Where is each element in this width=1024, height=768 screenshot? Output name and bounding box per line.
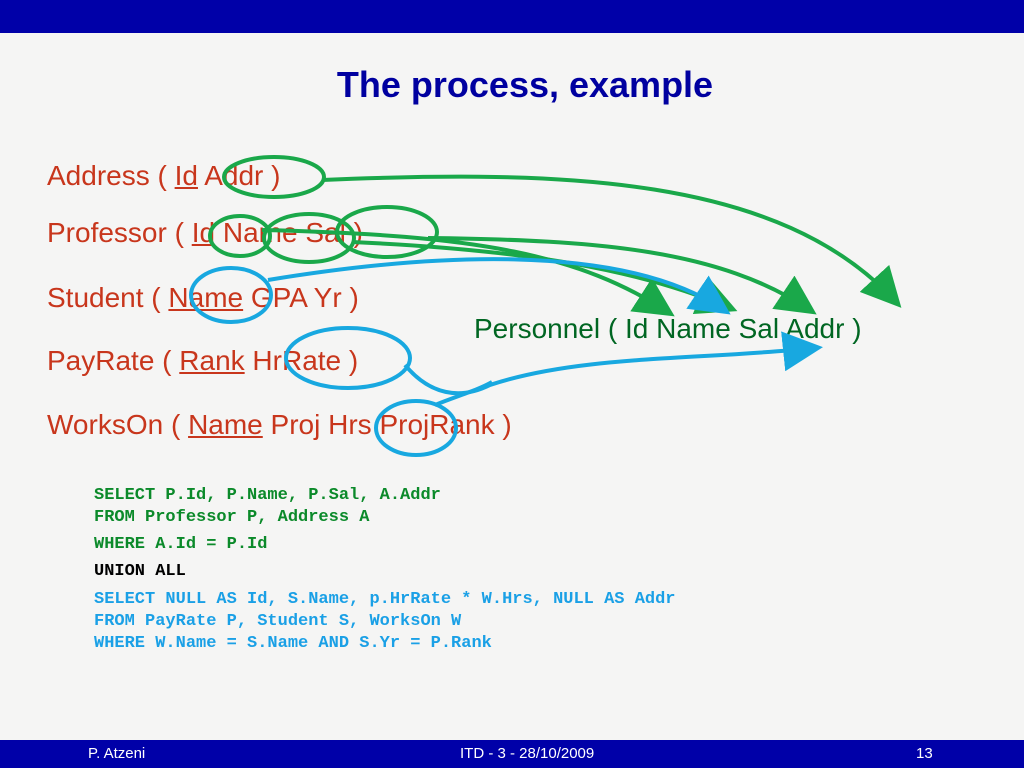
sql-query-2: SELECT NULL AS Id, S.Name, p.HrRate * W.… — [94, 589, 676, 655]
relation-attributes: HrRate ) — [244, 345, 359, 376]
relation-key: Id — [174, 160, 198, 191]
student-name-highlight-circle — [189, 266, 273, 324]
prof-name-highlight-circle — [262, 212, 356, 264]
arrow-hrrate — [403, 331, 823, 396]
hrs-highlight-circle — [374, 399, 458, 457]
sql-line: FROM Professor P, Address A — [94, 508, 370, 527]
relation-key: Name — [188, 409, 263, 440]
relation-name: WorksOn ( — [47, 409, 181, 440]
relation-student: Student ( Name GPA Yr ) — [47, 282, 359, 314]
sql-where-1: WHERE A.Id = P.Id — [94, 535, 268, 554]
relation-workson: WorksOn ( Name Proj Hrs ProjRank ) — [47, 409, 512, 441]
arrow-id — [261, 228, 675, 317]
footer-author: P. Atzeni — [88, 745, 146, 762]
relation-name: Professor ( — [47, 217, 184, 248]
sql-line: SELECT NULL AS Id, S.Name, p.HrRate * W.… — [94, 590, 676, 609]
arrow-hrs — [434, 380, 493, 407]
relation-name: Student ( — [47, 282, 161, 313]
relation-attributes: Proj Hrs ProjRank ) — [262, 409, 512, 440]
footer-bar: P. Atzeni ITD - 3 - 28/10/2009 13 — [0, 740, 1024, 768]
sql-line: SELECT P.Id, P.Name, P.Sal, A.Addr — [94, 486, 441, 505]
addr-highlight-circle — [222, 155, 326, 199]
header-bar — [0, 0, 1024, 33]
sql-union: UNION ALL — [94, 562, 186, 581]
footer-course: ITD - 3 - 28/10/2009 — [460, 745, 595, 762]
relation-attributes: Addr ) — [197, 160, 281, 191]
page-number: 13 — [916, 745, 933, 762]
arrow-sal — [427, 236, 817, 315]
arrow-student-name — [267, 257, 731, 315]
sql-line: FROM PayRate P, Student S, WorksOn W — [94, 612, 462, 631]
arrow-addr — [321, 174, 902, 308]
relation-key: Name — [168, 282, 244, 313]
arrow-name — [351, 240, 738, 314]
sql-line: WHERE W.Name = S.Name AND S.Yr = P.Rank — [94, 634, 492, 653]
relation-name: PayRate ( — [47, 345, 172, 376]
relation-name: Address ( — [47, 160, 167, 191]
prof-id-highlight-circle — [208, 214, 272, 258]
relation-payrate: PayRate ( Rank HrRate ) — [47, 345, 358, 377]
relation-key: Rank — [179, 345, 245, 376]
hrrate-highlight-circle — [284, 326, 412, 390]
slide-title: The process, example — [336, 64, 714, 105]
relation-address: Address ( Id Addr ) — [47, 160, 280, 192]
